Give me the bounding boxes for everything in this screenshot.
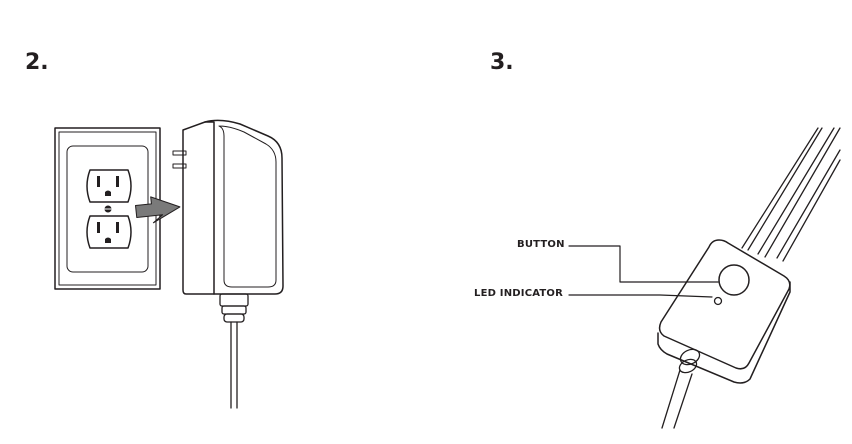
- button-callout-label: BUTTON: [517, 239, 565, 250]
- led-indicator: [713, 296, 723, 306]
- led-indicator-callout-label: LED INDICATOR: [474, 288, 564, 299]
- step-number-3: 3.: [490, 50, 514, 75]
- power-adapter: [172, 119, 284, 295]
- controller-button: [718, 264, 750, 296]
- insert-arrow: [135, 196, 181, 224]
- led-leader-line: [568, 294, 713, 298]
- controller-cable-bottom: [661, 348, 701, 429]
- adapter-cord: [219, 293, 249, 409]
- outlet-screw: [104, 205, 112, 213]
- controller-box: [657, 239, 791, 384]
- controller-cables-top: [741, 127, 841, 262]
- outlet-receptacle-bottom: [86, 215, 132, 249]
- outlet-receptacle-top: [86, 169, 132, 203]
- button-leader-line: [568, 245, 719, 283]
- step-number-2: 2.: [25, 50, 49, 75]
